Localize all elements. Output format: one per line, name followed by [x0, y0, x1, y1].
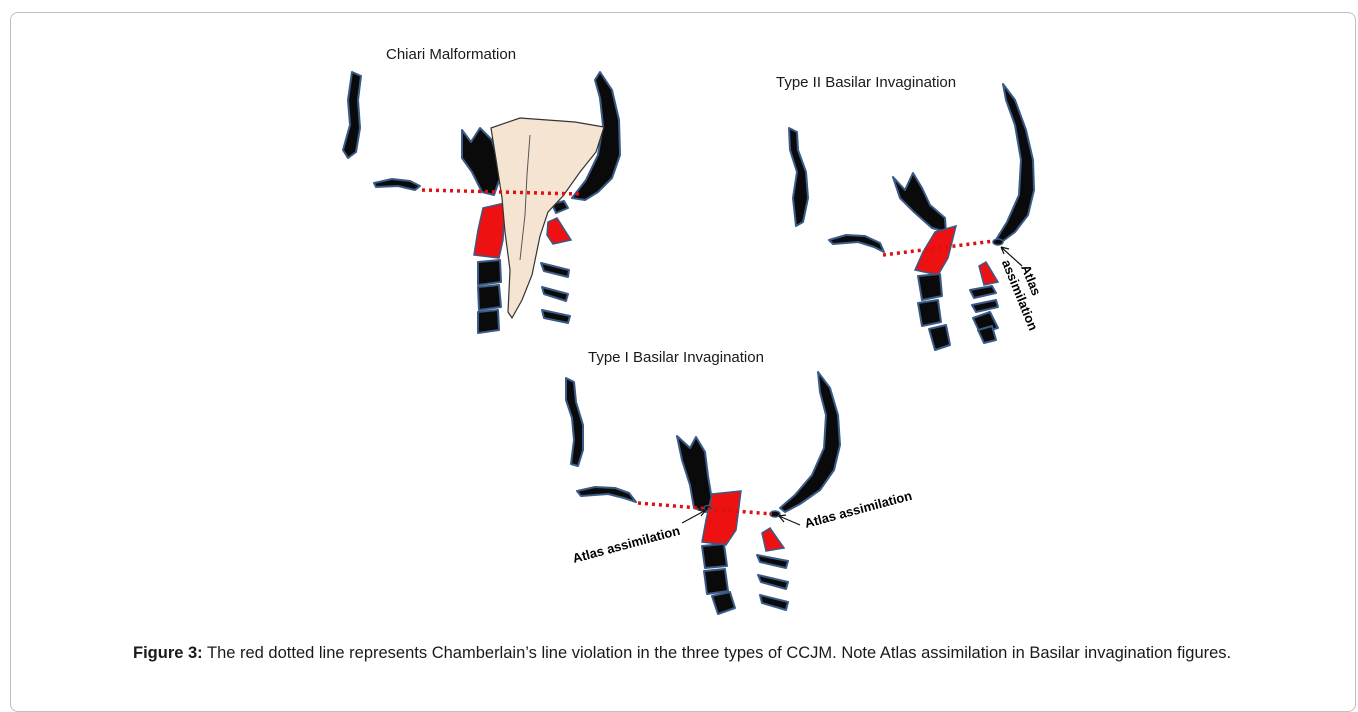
- type2-atlas-anterior: [915, 226, 956, 275]
- type1-spinous-1: [757, 555, 788, 568]
- type2-spinous-1: [970, 286, 996, 298]
- chiari-spinous-3: [542, 310, 570, 323]
- type1-annotation-arrow-right: [779, 515, 800, 525]
- type2-c2-body: [918, 274, 942, 300]
- chiari-atlas-posterior: [547, 218, 571, 244]
- type2-atlas-posterior: [979, 262, 998, 285]
- type1-c3-body: [704, 569, 728, 594]
- type1-spinous-3: [760, 595, 788, 610]
- type2-palate: [829, 235, 884, 252]
- chiari-c4-body: [478, 310, 499, 333]
- type1-atlas-posterior: [762, 528, 784, 551]
- chiari-panel: Chiari Malformation: [343, 46, 620, 333]
- type1-c4-body: [712, 592, 735, 614]
- chiari-c3-body: [478, 285, 501, 310]
- type2-c4-body: [929, 325, 950, 350]
- type1-title: Type I Basilar Invagination: [588, 349, 764, 366]
- caption-label: Figure 3:: [133, 644, 203, 662]
- caption-text: The red dotted line represents Chamberla…: [207, 644, 1231, 662]
- type1-annotation-left: Atlas assimilation: [571, 523, 682, 566]
- type2-occipital-bone: [994, 84, 1034, 243]
- chiari-c2-body: [478, 260, 501, 285]
- type2-dens: [893, 173, 946, 232]
- type2-assimilation-point: [993, 239, 1003, 245]
- type1-clivus: [566, 378, 583, 466]
- type2-spinous-2: [972, 300, 998, 312]
- type1-c2-body: [702, 544, 727, 568]
- chiari-spinous-1: [541, 263, 569, 277]
- chiari-spinous-2: [542, 287, 568, 301]
- figure-caption: Figure 3: The red dotted line represents…: [133, 641, 1233, 665]
- type1-annotation-arrow-left: [682, 510, 706, 523]
- type1-annotation-right: Atlas assimilation: [803, 488, 914, 531]
- type2-c3-body: [918, 300, 941, 326]
- type1-panel: Type I Basilar Invagination Atlas assimi…: [566, 349, 914, 614]
- chiari-palate: [374, 179, 420, 190]
- chiari-atlas-anterior: [474, 203, 505, 258]
- type2-clivus: [789, 128, 808, 226]
- type1-dens: [677, 436, 712, 512]
- type1-spinous-2: [758, 575, 788, 589]
- chiari-title: Chiari Malformation: [386, 46, 516, 63]
- type2-spinous-4: [978, 326, 996, 343]
- type2-panel: Type II Basilar Invagination Atlas assim…: [776, 74, 1056, 350]
- type1-palate: [577, 487, 636, 502]
- type2-title: Type II Basilar Invagination: [776, 74, 956, 91]
- type1-occipital-bone: [780, 372, 840, 512]
- chiari-clivus: [343, 72, 361, 158]
